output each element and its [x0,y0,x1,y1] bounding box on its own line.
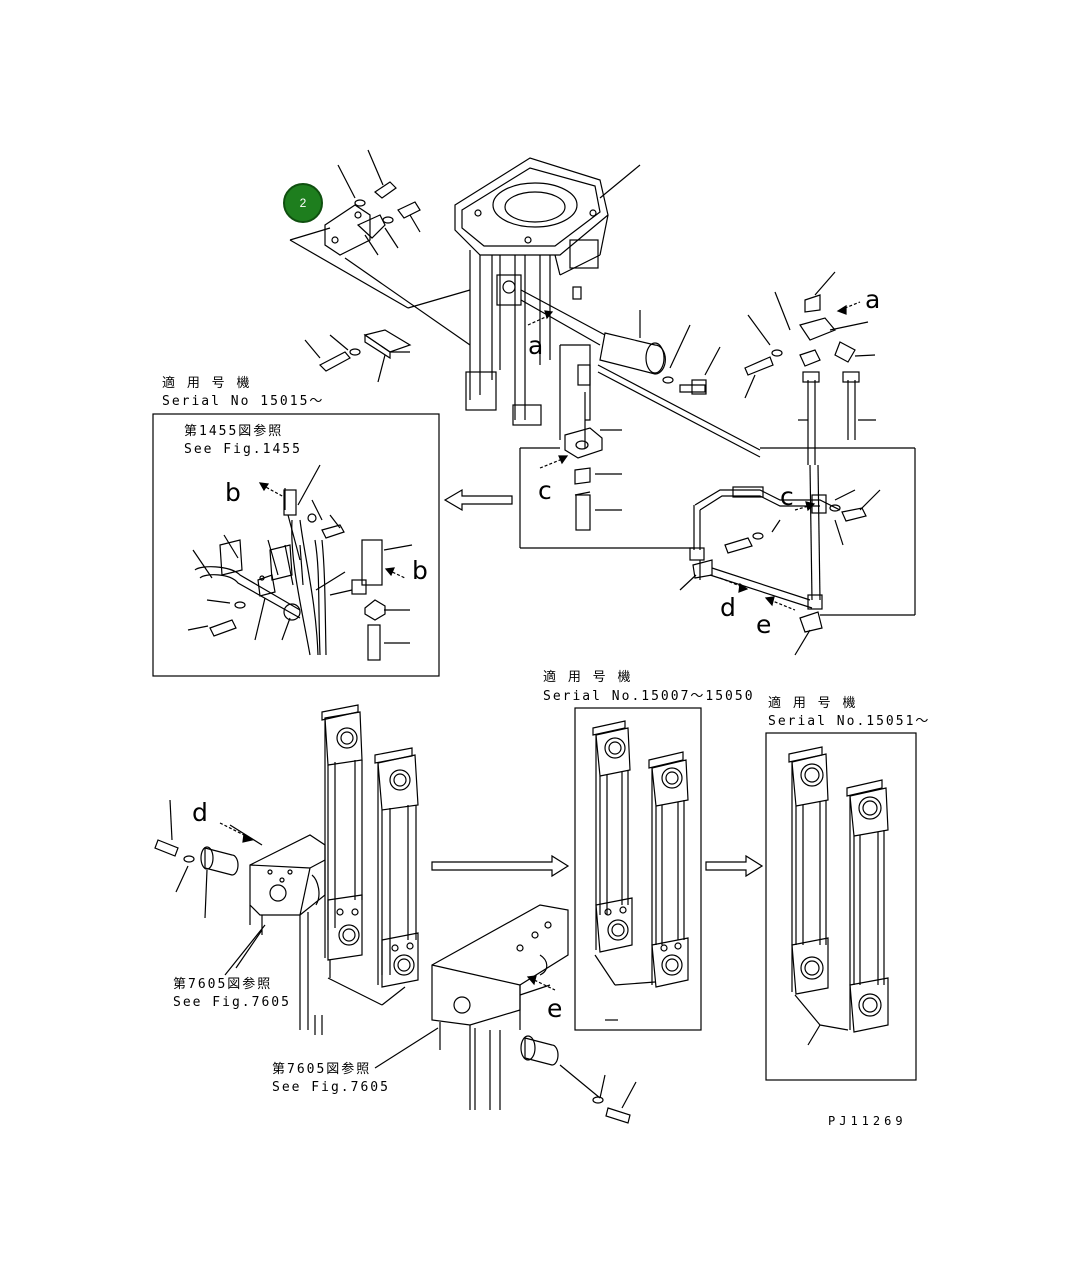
callout-a-right: a [865,285,881,314]
arrow-to-right-inset [705,854,764,878]
callout-c-right: c [780,482,794,511]
callout-d-right: d [720,593,736,622]
ref-7605-b-en: See Fig.7605 [272,1080,390,1095]
inset-left-see-en: See Fig.1455 [184,442,302,457]
inset-left-see-jp: 第1455図参照 [184,424,284,439]
hydraulic-fittings [744,271,876,465]
arrow-to-mid-inset [431,854,570,878]
inset-right-box [765,732,917,1081]
inset-left-serial: Serial No 15015～ [162,394,325,409]
callout-b-right: b [412,556,428,585]
wear-plate [304,329,412,383]
drawing-code: PJ11269 [828,1114,907,1128]
inset-mid-applies-jp: 適 用 号 機 [543,670,633,685]
inset-mid-serial: Serial No.15007～15050 [543,689,755,704]
mast-head-assembly [454,157,641,426]
inset-right-serial: Serial No.15051～ [768,714,931,729]
bracket-group-top [289,149,471,346]
callout-e-right: e [756,610,772,639]
carriage-block-lower [431,904,637,1124]
callout-marker-2[interactable]: 2 [283,183,323,223]
inset-left-box [152,413,440,677]
inset-mid-box [574,707,702,1031]
inset-left-applies-jp: 適 用 号 機 [162,376,252,391]
callout-d-lower: d [192,798,208,827]
callout-b-left: b [225,478,241,507]
ref-7605-a-en: See Fig.7605 [173,995,291,1010]
arrow-to-left-inset [443,488,513,512]
callout-arrows [219,301,861,991]
ref-7605-b-jp: 第7605図参照 [272,1062,372,1077]
callout-c-center: c [538,476,552,505]
clamp-detail-box [519,344,916,656]
lower-carriage-assembly [154,704,419,1035]
reference-leaders [235,929,439,1069]
callout-a-top: a [528,331,544,360]
ref-7605-a-jp: 第7605図参照 [173,977,273,992]
callout-e-lower: e [547,994,563,1023]
tilt-rod [520,289,761,458]
inset-right-applies-jp: 適 用 号 機 [768,696,858,711]
